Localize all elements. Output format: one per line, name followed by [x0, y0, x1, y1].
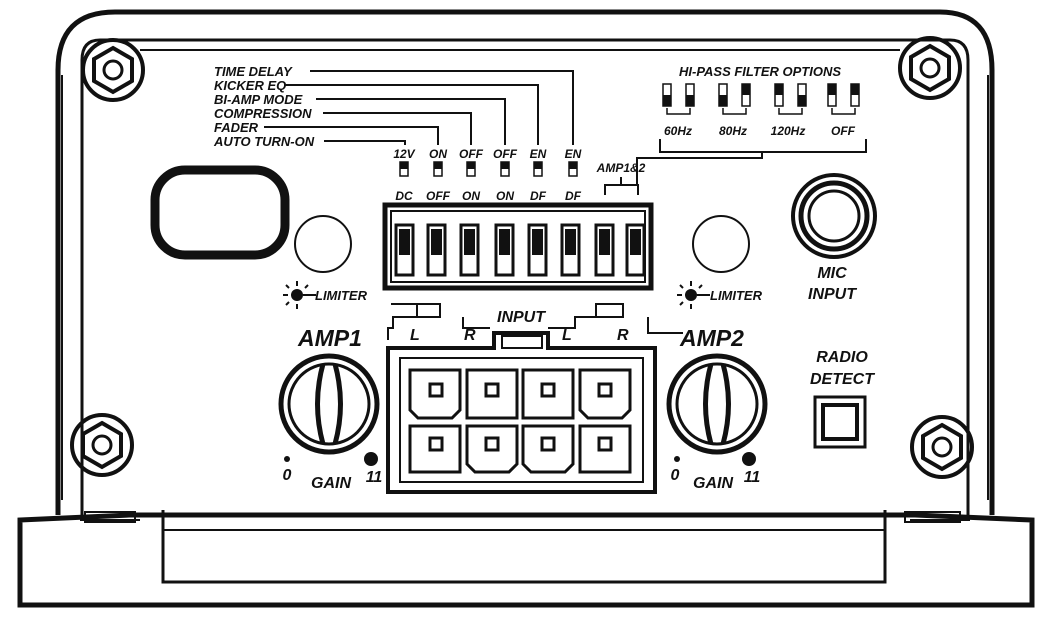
label-auto-turn-on: AUTO TURN-ON	[213, 134, 315, 149]
dip-switch-8[interactable]	[625, 223, 646, 277]
hi-pass-option-off: OFF	[827, 83, 860, 138]
svg-text:ON: ON	[429, 147, 447, 161]
amp1-left-label: L	[410, 327, 420, 344]
amp2-gain-label: GAIN	[693, 475, 733, 492]
amp1-limiter-led	[294, 215, 352, 273]
amp-group-label: AMP1&2	[596, 161, 646, 175]
amp2-limiter-label: LIMITER	[710, 288, 763, 303]
amp2-right-label: R	[617, 327, 629, 344]
dip-function-labels: TIME DELAY KICKER EQ BI-AMP MODE COMPRES…	[213, 64, 574, 149]
mic-input-label-1: MIC	[817, 265, 847, 282]
amp1-gain-max-dot	[364, 452, 378, 466]
bolt-top-left-icon	[81, 38, 145, 102]
oval-port	[150, 165, 290, 260]
svg-text:ON: ON	[462, 189, 480, 203]
svg-text:EN: EN	[565, 147, 582, 161]
input-label: INPUT	[497, 309, 546, 326]
label-bi-amp-mode: BI-AMP MODE	[214, 92, 303, 107]
dip-switch-4[interactable]	[494, 223, 515, 277]
amp2-gain-max-dot	[742, 452, 756, 466]
dip-switch-2[interactable]	[426, 223, 447, 277]
label-compression: COMPRESSION	[214, 106, 312, 121]
dip-switch-7[interactable]	[594, 223, 615, 277]
svg-text:OFF: OFF	[493, 147, 518, 161]
amp1-gain-min-dot	[284, 456, 290, 462]
svg-text:EN: EN	[530, 147, 547, 161]
amp2-limiter-led	[692, 215, 750, 273]
bolt-bottom-left-icon	[70, 413, 134, 477]
amp1-gain-label: GAIN	[311, 475, 351, 492]
bolt-bottom-right-icon	[910, 415, 974, 479]
input-connector[interactable]	[386, 331, 657, 494]
hi-pass-option-60hz: 60Hz	[662, 83, 695, 138]
amp2-gain-min-dot	[674, 456, 680, 462]
chassis-inner-outline	[80, 38, 970, 515]
amp2-gain-min: 0	[671, 467, 680, 484]
svg-text:60Hz: 60Hz	[664, 124, 692, 138]
svg-text:OFF: OFF	[459, 147, 484, 161]
radio-detect-button[interactable]	[813, 395, 867, 449]
mic-input-label-2: INPUT	[808, 286, 857, 303]
amp1-limiter-label: LIMITER	[315, 288, 368, 303]
mic-input-jack[interactable]	[791, 173, 877, 259]
amp1-label: AMP1	[297, 325, 362, 351]
label-time-delay: TIME DELAY	[214, 64, 293, 79]
amp2-gain-knob[interactable]	[666, 353, 768, 455]
dip-switch-legend-2: ON OFF	[426, 147, 451, 203]
svg-text:120Hz: 120Hz	[771, 124, 806, 138]
hi-pass-option-80hz: 80Hz	[718, 83, 751, 138]
amp2-limiter-sun-icon	[677, 281, 710, 309]
amp1-gain-min: 0	[283, 467, 292, 484]
dip-switch-legend-6: EN DF	[565, 147, 582, 203]
dip-switch-legend-4: OFF ON	[493, 147, 518, 203]
svg-text:12V: 12V	[393, 147, 415, 161]
dip-switch-6[interactable]	[560, 223, 581, 277]
svg-text:ON: ON	[496, 189, 514, 203]
amp1-gain-knob[interactable]	[278, 353, 380, 455]
dip-switch-3[interactable]	[459, 223, 480, 277]
amp2-left-label: L	[562, 327, 572, 344]
svg-text:OFF: OFF	[426, 189, 451, 203]
hi-pass-title: HI-PASS FILTER OPTIONS	[679, 64, 841, 79]
amp1-limiter-sun-icon	[283, 281, 316, 309]
dip-switch-5[interactable]	[527, 223, 548, 277]
svg-text:80Hz: 80Hz	[719, 124, 747, 138]
svg-text:OFF: OFF	[831, 124, 856, 138]
dip-switch-1[interactable]	[394, 223, 415, 277]
svg-text:DF: DF	[530, 189, 547, 203]
dip-switch-legend-1: 12V DC	[393, 147, 415, 203]
dip-switch-legend-3: OFF ON	[459, 147, 484, 203]
label-fader: FADER	[214, 120, 259, 135]
hi-pass-filter-options: HI-PASS FILTER OPTIONS 60Hz 80Hz 120Hz O…	[636, 64, 867, 185]
amp2-gain-max: 11	[744, 469, 761, 486]
dip-switch-legend-5: EN DF	[530, 147, 547, 203]
base-ledge	[17, 512, 1035, 608]
amp1-gain-max: 11	[366, 469, 383, 486]
svg-text:DF: DF	[565, 189, 582, 203]
bolt-top-right-icon	[898, 36, 962, 100]
label-kicker-eq: KICKER EQ	[214, 78, 286, 93]
svg-text:DC: DC	[395, 189, 413, 203]
amp2-label: AMP2	[679, 325, 744, 351]
radio-detect-label-2: DETECT	[810, 371, 875, 388]
amp1-right-label: R	[464, 327, 476, 344]
chassis-outline	[55, 9, 995, 515]
input-pins	[408, 368, 632, 474]
hi-pass-option-120hz: 120Hz	[771, 83, 807, 138]
radio-detect-label-1: RADIO	[816, 349, 868, 366]
